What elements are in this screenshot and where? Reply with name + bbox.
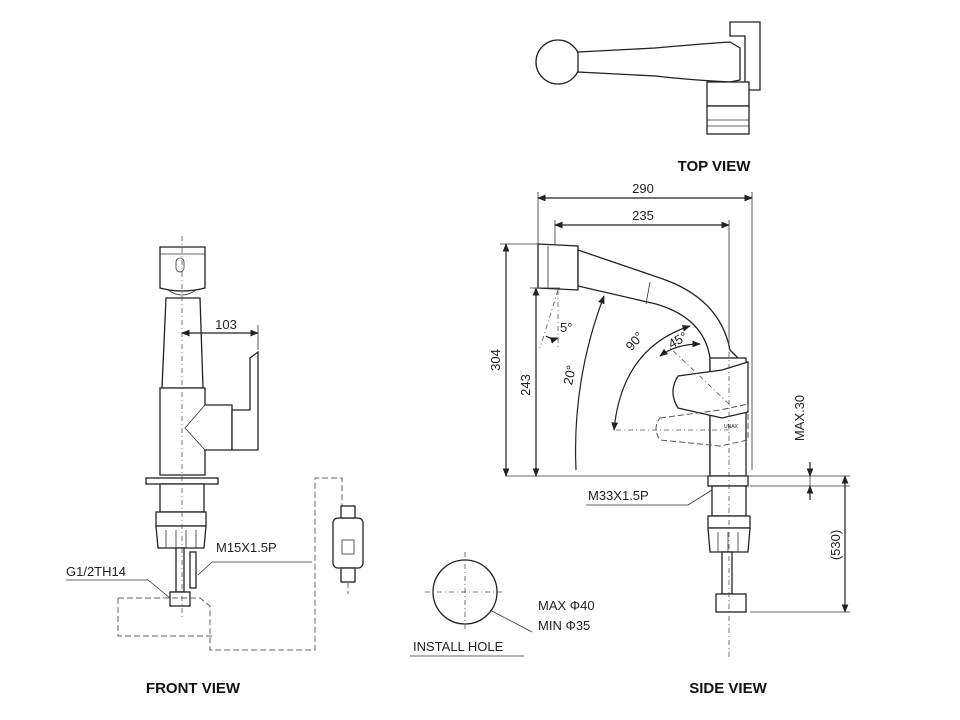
- inlet-thread-label: G1/2TH14: [66, 564, 126, 579]
- front-inlet-fitting: [169, 591, 191, 607]
- angle-outlet-label: 20°: [560, 364, 579, 386]
- top-body: [706, 81, 750, 107]
- front-view-title: FRONT VIEW: [146, 680, 241, 697]
- front-lock-nut: [155, 525, 207, 549]
- side-brand-mark: UNAX: [724, 424, 739, 430]
- top-view: TOP VIEW: [535, 21, 761, 175]
- dim-spout-length-label: 235: [632, 208, 654, 223]
- front-handle: [231, 350, 259, 451]
- dim-handle-reach-label: 103: [215, 317, 237, 332]
- angle-swing-label: 90°: [622, 329, 646, 354]
- side-handle-ghost: [655, 403, 749, 447]
- dim-deck-thickness-label: MAX.30: [792, 395, 807, 441]
- side-spray-head: [537, 243, 579, 291]
- angle-handle-arc: [659, 340, 701, 357]
- dim-total-height-label: 304: [488, 349, 503, 371]
- angle-swing-arc: [611, 325, 691, 431]
- install-hole-label: INSTALL HOLE: [413, 639, 504, 654]
- install-hole-min: MIN Φ35: [538, 618, 590, 633]
- front-nut: [155, 511, 207, 527]
- front-neck: [161, 297, 204, 389]
- side-inlet-fitting: [715, 593, 747, 613]
- body-thread-label: M33X1.5P: [588, 488, 649, 503]
- front-filter-top: [340, 505, 356, 519]
- install-hole-max: MAX Φ40: [538, 598, 595, 613]
- angle-tilt-label: 5°: [560, 320, 572, 335]
- front-spray-head: [159, 246, 206, 292]
- dim-hose-length-label: (530): [828, 530, 843, 560]
- side-view: UNAX 290 235 304 243: [488, 181, 850, 697]
- side-deck-ring: [707, 475, 749, 487]
- front-inlet-pipe: [175, 547, 185, 593]
- angle-handle-label: 45°: [665, 329, 690, 352]
- front-thread-label: M15X1.5P: [216, 540, 277, 555]
- front-body: [159, 387, 233, 476]
- top-spout-head: [535, 39, 581, 85]
- front-button-icon: [175, 257, 185, 273]
- front-hose-path: [118, 477, 343, 651]
- front-filter: [332, 517, 364, 569]
- dim-total-length-label: 290: [632, 181, 654, 196]
- side-view-title: SIDE VIEW: [689, 680, 767, 697]
- install-hole: MAX Φ40 MIN Φ35 INSTALL HOLE: [410, 552, 595, 657]
- dim-spout-height-label: 243: [518, 374, 533, 396]
- side-inlet-pipe: [721, 551, 733, 595]
- front-filter-bottom: [340, 567, 356, 583]
- angle-outlet-arc: [574, 295, 605, 471]
- front-filter-window: [341, 539, 355, 555]
- front-connector: [189, 551, 197, 589]
- top-spout-arm: [577, 41, 741, 83]
- top-view-title: TOP VIEW: [678, 158, 752, 175]
- front-view: 103 M15X1.5P G1/2TH14 FRONT VIEW: [66, 236, 364, 697]
